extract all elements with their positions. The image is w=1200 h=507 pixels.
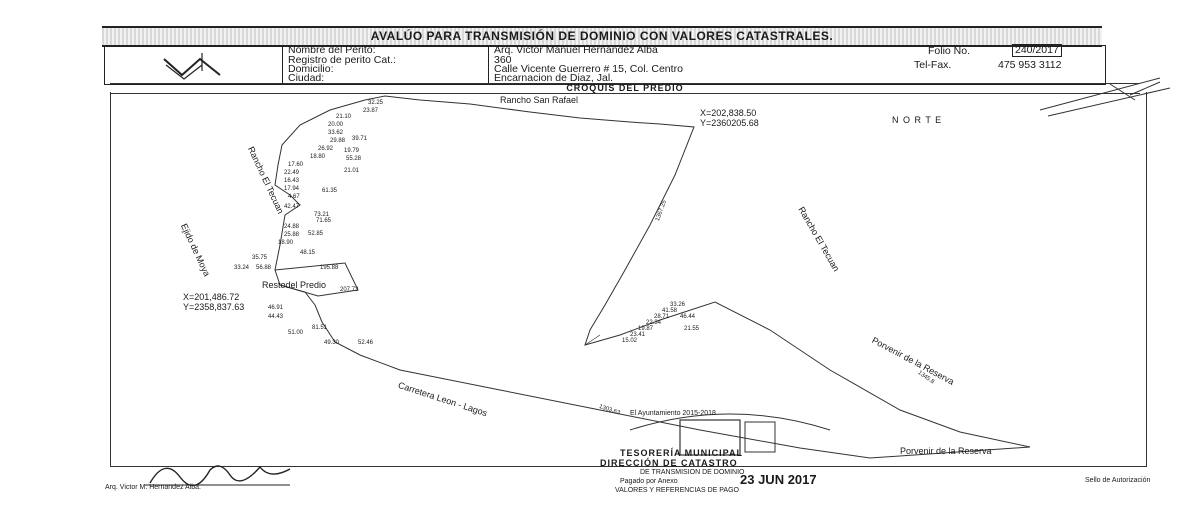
seg-label: 71.65 xyxy=(316,218,332,224)
label-domicilio: Domicilio: xyxy=(288,63,334,75)
seg-label: 33.24 xyxy=(234,265,250,271)
seg-label: 44.43 xyxy=(268,314,284,320)
value-registro: 360 xyxy=(494,54,512,66)
coord-left-y: Y=2358,837.63 xyxy=(183,302,245,312)
seg-label: 46.91 xyxy=(268,305,284,311)
seg-label: 32.25 xyxy=(368,100,384,106)
seg-label: 55.28 xyxy=(346,156,362,162)
telfax-value: 475 953 3112 xyxy=(998,59,1062,71)
document-title: AVALÚO PARA TRANSMISIÓN DE DOMINIO CON V… xyxy=(102,26,1102,47)
seg-label: 21.10 xyxy=(336,114,352,120)
coord-left-x: X=201,486.72 xyxy=(183,292,240,302)
seg-label: 17.94 xyxy=(284,186,300,192)
seg-label: 16.43 xyxy=(284,178,300,184)
seg-label: 56.88 xyxy=(256,265,272,271)
seg-label: 33.26 xyxy=(670,302,686,308)
label-perito: Nombre del Perito: xyxy=(288,44,376,56)
seg-label: 33.62 xyxy=(328,130,344,136)
seg-label: 26.92 xyxy=(318,146,334,152)
seg-label: 49.30 xyxy=(324,340,340,346)
signature-name: Arq. Victor M. Hernandez Alba. xyxy=(105,484,201,491)
seg-label: 29.88 xyxy=(330,138,346,144)
seal-org-1: TESORERÍA MUNICIPAL xyxy=(620,448,744,458)
header-box xyxy=(104,45,1106,85)
label-porvenir-2: Porvenir de la Reserva xyxy=(900,446,992,456)
seg-label: 81.51 xyxy=(312,325,328,331)
value-perito: Arq. Victor Manuel Hernandez Alba xyxy=(494,44,658,56)
seg-label: 19.79 xyxy=(344,148,360,154)
header-divider xyxy=(488,45,489,83)
seg-label: 23.41 xyxy=(630,332,646,338)
seal-municipio: El Ayuntamiento 2015-2018 xyxy=(630,410,716,417)
map-frame xyxy=(110,92,1147,467)
seg-label: 52.46 xyxy=(358,340,374,346)
telfax-label: Tel-Fax. xyxy=(914,59,952,71)
north-arrow-icon xyxy=(1039,77,1171,117)
folio-label: Folio No. xyxy=(928,45,971,57)
seg-label: 20.00 xyxy=(328,122,344,128)
seg-label: 39.71 xyxy=(352,136,368,142)
seg-label: 21.55 xyxy=(684,326,700,332)
value-domicilio: Calle Vicente Guerrero # 15, Col. Centro xyxy=(494,63,683,75)
coord-top-y: Y=2360205.68 xyxy=(700,118,759,128)
seg-label: 4.67 xyxy=(288,194,300,200)
seal-valores: VALORES Y REFERENCIAS DE PAGO xyxy=(615,487,739,494)
north-label: N O R T E xyxy=(892,115,943,125)
sello-label: Sello de Autorización xyxy=(1085,477,1151,484)
seg-label: 48.15 xyxy=(300,250,316,256)
label-ciudad: Ciudad: xyxy=(288,72,325,84)
seg-label: 41.58 xyxy=(662,308,678,314)
seg-label: 23.87 xyxy=(363,108,379,114)
label-rancho-san-rafael: Rancho San Rafael xyxy=(500,95,579,105)
label-restodel: Restodel Predio xyxy=(262,280,327,290)
right-segments: 33.26 41.58 28.71 22.34 19.87 23.41 15.0… xyxy=(600,302,720,352)
seg-label: 22.49 xyxy=(284,170,300,176)
croquis-title: CROQUIS DEL PREDIO xyxy=(110,83,1140,94)
seg-label: 18.90 xyxy=(278,240,294,246)
seg-label: 22.34 xyxy=(646,320,662,326)
seal-org-2: DIRECCIÓN DE CATASTRO xyxy=(600,458,738,468)
seg-label: 28.71 xyxy=(654,314,670,320)
folio-value: 240/2017 xyxy=(1012,44,1062,57)
left-segments: 32.25 23.87 21.10 20.00 33.62 29.88 26.9… xyxy=(234,100,383,350)
seg-label: 21.01 xyxy=(344,168,360,174)
seal-date: 23 JUN 2017 xyxy=(740,472,817,487)
seg-label: 73.21 xyxy=(314,212,330,218)
perito-logo-icon xyxy=(163,53,221,80)
seal-pagado: Pagado por Anexo xyxy=(620,478,678,485)
restodel-box xyxy=(274,262,359,297)
logo-cell xyxy=(104,45,283,83)
seg-label: 46.44 xyxy=(680,314,696,320)
seg-label: 61.35 xyxy=(322,188,338,194)
municipal-seal-icon xyxy=(629,413,831,456)
label-registro: Registro de perito Cat.: xyxy=(288,54,396,66)
seg-label: 18.80 xyxy=(310,154,326,160)
dim-d5: 195.88 xyxy=(320,265,339,271)
seg-label: 42.47 xyxy=(284,204,300,210)
seg-label: 52.85 xyxy=(308,231,324,237)
value-ciudad: Encarnacion de Diaz, Jal. xyxy=(494,72,614,84)
dim-d4: 207.73 xyxy=(340,287,359,293)
seg-label: 17.60 xyxy=(288,162,304,168)
seg-label: 24.88 xyxy=(284,224,300,230)
property-boundary xyxy=(274,95,1031,459)
seal-dept: DE TRANSMISION DE DOMINIO xyxy=(640,469,745,476)
seg-label: 35.75 xyxy=(252,255,268,261)
coord-top-x: X=202,838.50 xyxy=(700,108,757,118)
signature-icon xyxy=(145,465,291,487)
seg-label: 51.00 xyxy=(288,330,304,336)
seg-label: 25.88 xyxy=(284,232,300,238)
seg-label: 15.02 xyxy=(622,338,638,344)
seg-label: 19.87 xyxy=(638,326,654,332)
